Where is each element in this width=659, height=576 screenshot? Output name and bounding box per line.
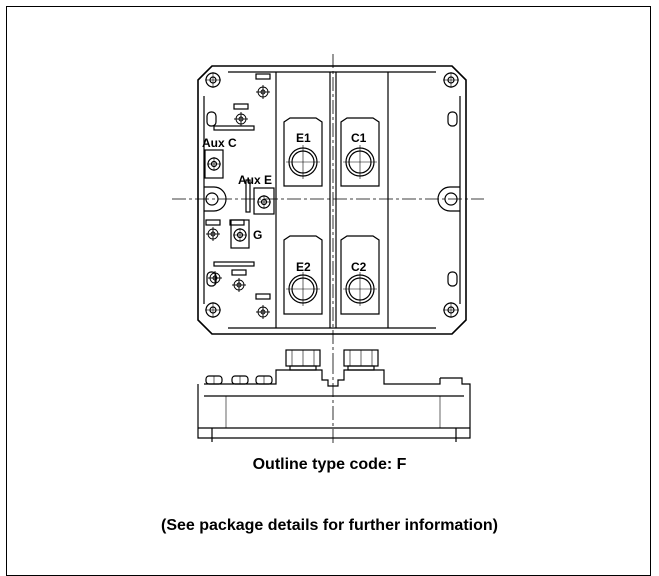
small-holes-right	[447, 111, 458, 287]
side-control-screws	[205, 375, 273, 385]
mounting-hole-bottom-left	[205, 302, 221, 318]
label-e1: E1	[296, 131, 311, 145]
label-c2: C2	[351, 260, 367, 274]
label-g: G	[253, 228, 262, 242]
e1-terminal	[283, 117, 323, 187]
control-pin-marks	[205, 73, 271, 300]
mounting-hole-top-right	[443, 72, 459, 88]
label-aux-e: Aux E	[238, 173, 272, 187]
side-view	[197, 349, 471, 444]
side-bolt-left	[285, 349, 321, 371]
mounting-hole-top-left	[205, 72, 221, 88]
module-inner-outline	[203, 71, 461, 329]
side-bolt-right	[343, 349, 379, 371]
mounting-hole-bottom-right	[443, 302, 459, 318]
outline-type-caption: Outline type code: F	[252, 456, 407, 473]
aux-e-terminal	[253, 187, 275, 215]
e2-terminal	[283, 235, 323, 315]
module-body-outline	[197, 65, 467, 335]
c2-terminal	[340, 235, 380, 315]
label-aux-c: Aux C	[202, 136, 237, 150]
control-pin-symbols	[206, 85, 270, 319]
small-holes-left	[206, 111, 217, 287]
label-c1: C1	[351, 131, 367, 145]
mounting-slot-right	[437, 186, 460, 212]
top-view: Aux C Aux E G E1 C1 E2 C2	[172, 54, 484, 360]
label-e2: E2	[296, 260, 311, 274]
package-details-note: (See package details for further informa…	[161, 517, 498, 534]
side-base-plate	[197, 377, 471, 439]
aux-c-terminal	[204, 149, 224, 179]
gate-terminal	[230, 219, 250, 249]
c1-terminal	[340, 117, 380, 187]
mounting-slot-left	[204, 186, 227, 212]
